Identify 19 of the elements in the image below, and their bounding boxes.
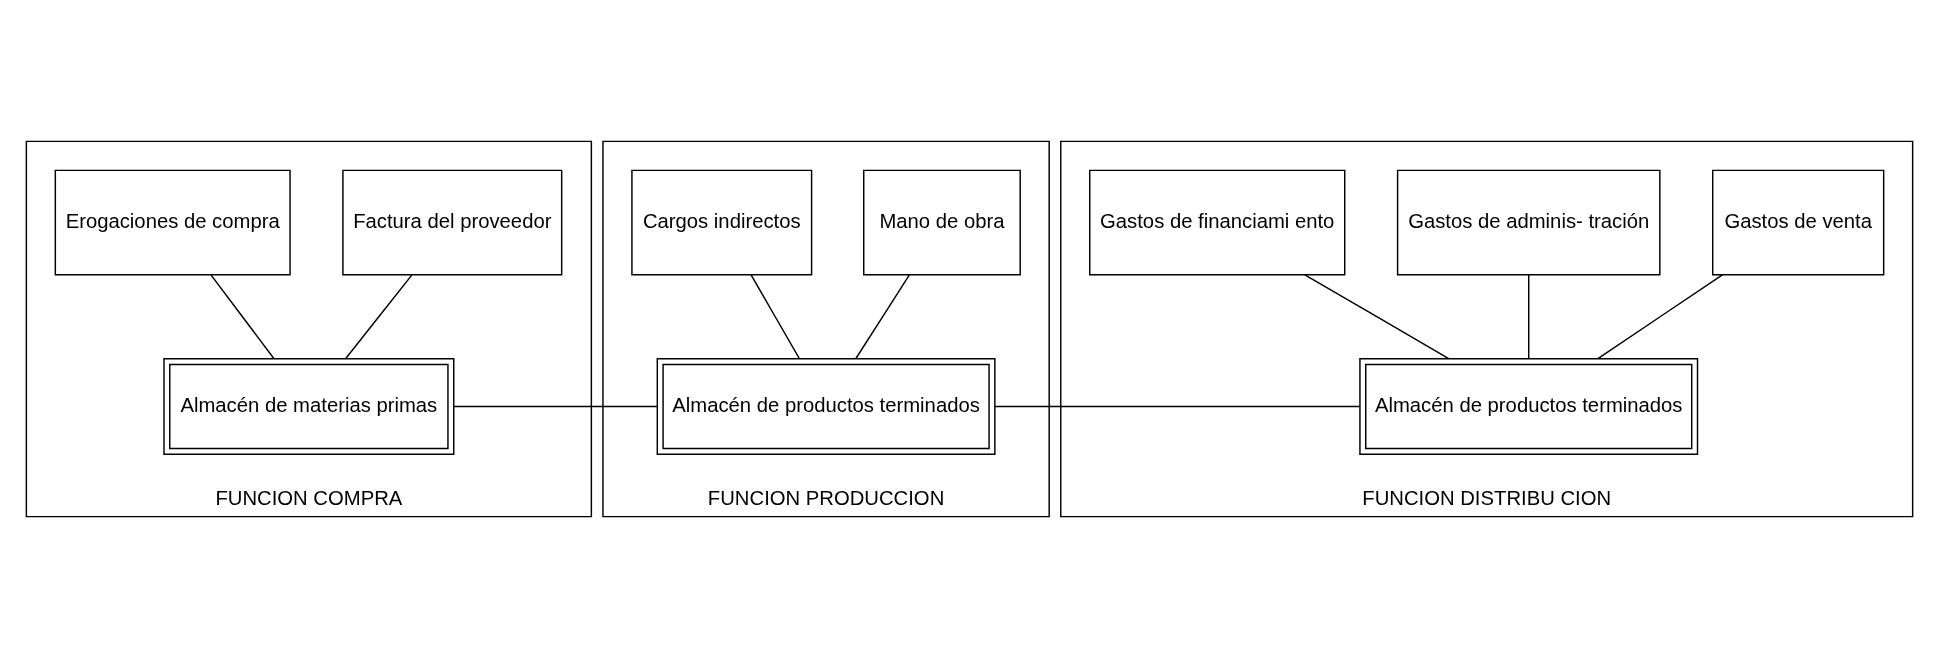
node-box: Factura del proveedor (342, 169, 563, 275)
node-box: Gastos de adminis- tración (1396, 169, 1661, 275)
node-box: Cargos indirectos (631, 169, 813, 275)
connector (1597, 273, 1724, 359)
connector (1528, 273, 1530, 359)
connector (345, 273, 413, 359)
connector (210, 273, 275, 359)
node-box: Gastos de venta (1712, 169, 1885, 275)
node-box: Mano de obra (863, 169, 1021, 275)
connector (453, 405, 658, 407)
connector (994, 405, 1361, 407)
connector (855, 273, 911, 359)
node-box: Erogaciones de compra (54, 169, 291, 275)
connector (1304, 273, 1450, 359)
node-box: Almacén de productos terminados (656, 357, 996, 455)
node-box: Gastos de financiami ento (1089, 169, 1346, 275)
connector (750, 273, 800, 359)
node-box: Almacén de materias primas (163, 357, 455, 455)
node-box: Almacén de productos terminados (1359, 357, 1699, 455)
